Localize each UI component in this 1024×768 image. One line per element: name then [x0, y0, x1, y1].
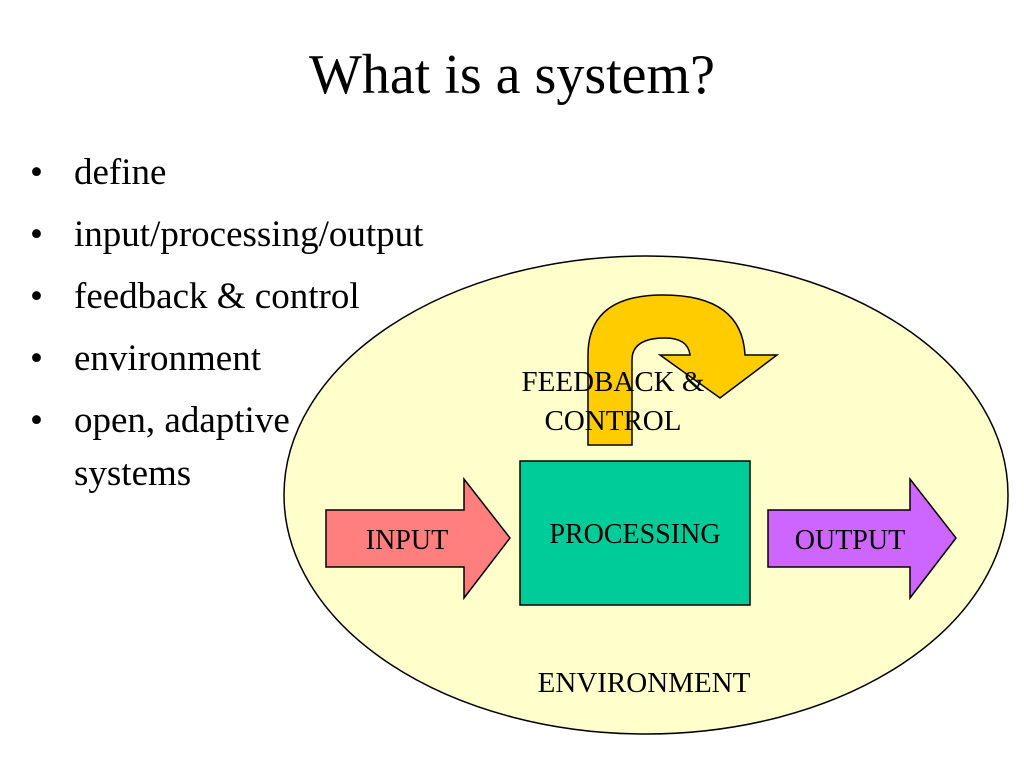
- bullet-item: • input/processing/output: [30, 208, 510, 261]
- processing-box: [519, 460, 751, 606]
- bullet-item: • define: [30, 146, 510, 199]
- processing-label: PROCESSING: [549, 519, 720, 550]
- bullet-dot-icon: •: [30, 276, 43, 317]
- feedback-label-line2: CONTROL: [545, 405, 682, 437]
- bullet-dot-icon: •: [30, 400, 43, 441]
- bullet-dot-icon: •: [30, 152, 43, 193]
- input-label: INPUT: [366, 525, 448, 556]
- feedback-label-line1: FEEDBACK &: [522, 366, 705, 398]
- output-arrow: [767, 476, 957, 601]
- bullet-item: • feedback & control: [30, 270, 510, 323]
- input-arrow: [325, 476, 511, 601]
- environment-label: ENVIRONMENT: [538, 667, 751, 699]
- bullet-dot-icon: •: [30, 214, 43, 255]
- bullet-text: define: [74, 152, 167, 193]
- slide-title: What is a system?: [309, 44, 715, 106]
- feedback-arrow: [587, 294, 780, 446]
- bullet-dot-icon: •: [30, 338, 43, 379]
- bullet-text: environment: [74, 338, 262, 379]
- bullet-item: • open, adaptive systems: [30, 394, 510, 500]
- bullet-text: feedback & control: [74, 276, 360, 317]
- bullet-item: • environment: [30, 332, 510, 385]
- bullet-text: open, adaptive systems: [74, 400, 290, 494]
- bullet-list: • define • input/processing/output • fee…: [30, 146, 510, 509]
- output-label: OUTPUT: [795, 525, 905, 556]
- bullet-text: input/processing/output: [74, 214, 424, 255]
